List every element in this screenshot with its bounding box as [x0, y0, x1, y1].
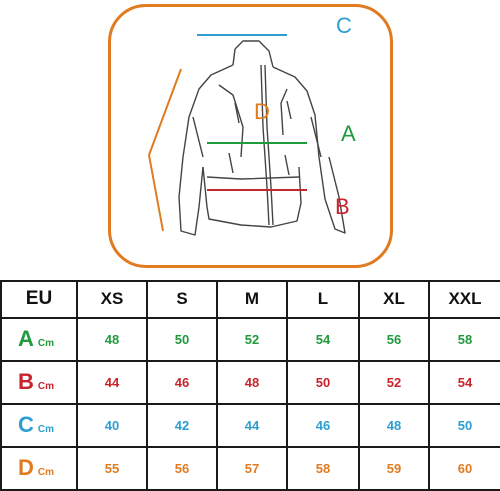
row-letter: D — [18, 455, 34, 481]
table-cell: 54 — [428, 359, 500, 405]
table-cell: 59 — [358, 445, 430, 491]
table-cell: 57 — [216, 445, 288, 491]
jacket-sketch — [147, 34, 346, 236]
row-letter: B — [18, 369, 34, 395]
size-system-header: EU — [0, 280, 78, 319]
row-unit: Cm — [37, 424, 55, 436]
measure-label-d: D — [254, 99, 270, 124]
table-cell: 44 — [216, 402, 288, 448]
size-header: XL — [358, 280, 430, 319]
table-cell: 42 — [146, 402, 218, 448]
size-header: XXL — [428, 280, 500, 319]
size-header: L — [286, 280, 360, 319]
table-cell: 52 — [358, 359, 430, 405]
table-cell: 46 — [146, 359, 218, 405]
row-letter: A — [18, 326, 34, 352]
size-header: M — [216, 280, 288, 319]
row-letter: C — [18, 412, 34, 438]
table-cell: 52 — [216, 316, 288, 362]
jacket-illustration-frame: C D A B — [108, 4, 393, 268]
measure-label-a: A — [341, 121, 356, 146]
row-unit: Cm — [37, 381, 55, 393]
table-cell: 56 — [146, 445, 218, 491]
table-cell: 58 — [428, 316, 500, 362]
size-header: XS — [76, 280, 148, 319]
table-cell: 56 — [358, 316, 430, 362]
table-cell: 58 — [286, 445, 360, 491]
table-cell: 50 — [428, 402, 500, 448]
measure-label-c: C — [336, 13, 352, 38]
size-header-row: EU XS S M L XL XXL — [0, 280, 500, 319]
table-cell: 50 — [146, 316, 218, 362]
table-cell: 48 — [216, 359, 288, 405]
size-header: S — [146, 280, 218, 319]
table-cell: 48 — [76, 316, 148, 362]
table-cell: 50 — [286, 359, 360, 405]
row-unit: Cm — [37, 338, 55, 350]
table-cell: 48 — [358, 402, 430, 448]
table-cell: 55 — [76, 445, 148, 491]
table-cell: 60 — [428, 445, 500, 491]
table-cell: 44 — [76, 359, 148, 405]
measure-label-b: B — [335, 194, 350, 219]
table-cell: 40 — [76, 402, 148, 448]
row-unit: Cm — [37, 467, 55, 479]
table-cell: 46 — [286, 402, 360, 448]
table-cell: 54 — [286, 316, 360, 362]
